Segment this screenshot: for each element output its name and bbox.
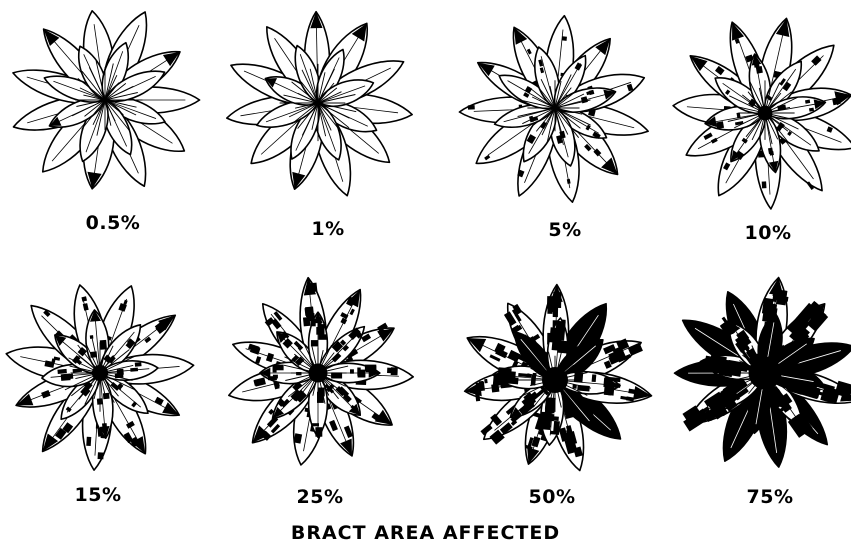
- severity-label-25-percent: 25%: [250, 486, 390, 508]
- bract-rosette-75-percent: [675, 275, 851, 469]
- lesion-spot: [358, 370, 366, 378]
- severity-label-10-percent: 10%: [698, 222, 838, 244]
- severity-label-5-percent: 5%: [495, 219, 635, 241]
- lesion-spot: [135, 362, 142, 367]
- lesion-spot: [316, 327, 324, 335]
- severity-label-1-percent: 1%: [258, 218, 398, 240]
- lesion-spot: [312, 423, 320, 426]
- bract-rosette-25-percent: [225, 276, 413, 467]
- lesion-spot: [484, 379, 487, 383]
- lesion-spot: [57, 369, 66, 374]
- lesion-spot: [716, 121, 724, 129]
- lesion-spot: [549, 416, 559, 421]
- lesion-spot: [507, 371, 516, 378]
- lesion-spot: [315, 427, 322, 437]
- lesion-spot: [556, 321, 566, 329]
- caption: BRACT AREA AFFECTED: [0, 522, 851, 544]
- lesion-spot: [547, 304, 552, 314]
- bract-rosette-0-5-percent: [9, 6, 199, 192]
- severity-label-15-percent: 15%: [28, 484, 168, 506]
- lesion-spot: [311, 340, 318, 346]
- lesion-spot: [98, 452, 104, 459]
- lesion-spot: [103, 393, 110, 399]
- lesion-spot: [387, 368, 397, 374]
- lesion-spot: [592, 374, 597, 382]
- severity-label-75-percent: 75%: [700, 486, 840, 508]
- severity-label-0-5-percent: 0.5%: [43, 212, 183, 234]
- bract-rosette-10-percent: [672, 15, 851, 209]
- lesion-spot: [559, 344, 563, 351]
- severity-label-50-percent: 50%: [482, 486, 622, 508]
- lesion-spot: [318, 334, 326, 340]
- lesion-spot: [562, 36, 567, 41]
- lesion-spot: [69, 374, 74, 379]
- lesion-spot: [86, 437, 91, 446]
- lesion-spot: [296, 372, 301, 375]
- lesion-spot: [762, 181, 767, 188]
- lesion-spot: [90, 335, 94, 339]
- bract-rosette-1-percent: [225, 11, 414, 199]
- bract-rosette-50-percent: [461, 284, 654, 474]
- lesion-spot: [350, 369, 354, 373]
- bract-rosette-15-percent: [3, 281, 195, 471]
- lesion-spot: [321, 324, 325, 328]
- bract-rosette-5-percent: [459, 14, 651, 204]
- lesion-spot: [549, 327, 558, 343]
- lesion-spot: [273, 375, 278, 379]
- lesion-spot: [130, 368, 138, 372]
- lesion-spot: [468, 105, 475, 110]
- lesion-spot: [273, 366, 277, 373]
